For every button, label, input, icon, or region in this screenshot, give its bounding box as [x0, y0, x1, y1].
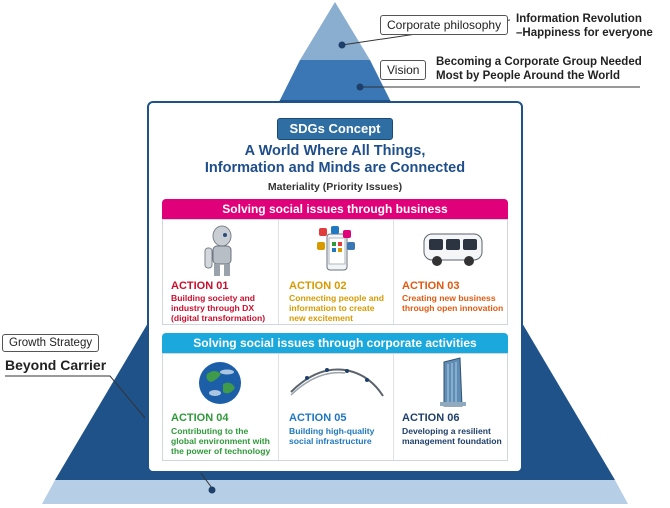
action-06-card: ACTION 06 Developing a resilient managem…	[393, 354, 509, 460]
action-03-desc-line-2: through open innovation	[402, 303, 504, 313]
action-01-desc-line-1: Building society and	[171, 293, 256, 303]
action-03-card: ACTION 03 Creating new business through …	[393, 220, 509, 324]
base-leader-line	[199, 471, 213, 489]
action-06-title: ACTION 06	[402, 412, 460, 424]
philosophy-leader-dot	[338, 41, 346, 49]
action-05-desc: Building high-quality social infrastruct…	[289, 426, 399, 446]
action-01-desc-line-3: (digital transformation)	[171, 313, 266, 323]
action-02-card: ACTION 02 Connecting people and informat…	[278, 220, 393, 324]
action-06-desc: Developing a resilient management founda…	[402, 426, 512, 446]
philosophy-line-1: Information Revolution	[516, 13, 642, 25]
sdgs-title-line-2: Information and Minds are Connected	[204, 160, 466, 176]
action-04-desc-line-1: Contributing to the	[171, 426, 249, 436]
action-01-card: ACTION 01 Building society and industry …	[163, 220, 278, 324]
action-03-desc: Creating new business through open innov…	[402, 293, 512, 313]
action-02-desc: Connecting people and information to cre…	[289, 293, 399, 323]
base-leader-dot	[208, 486, 216, 494]
network-cable-icon	[290, 368, 384, 397]
growth-leader-line	[5, 375, 146, 419]
action-03-title: ACTION 03	[402, 280, 460, 292]
pyramid-vision-tier	[280, 60, 390, 100]
autonomous-bus-icon	[423, 233, 483, 266]
corporate-band: Solving social issues through corporate …	[162, 333, 508, 353]
growth-strategy-label: Growth Strategy	[2, 334, 100, 352]
action-06-desc-line-1: Developing a resilient	[402, 426, 491, 436]
growth-strategy-text: Beyond Carrier	[5, 357, 107, 373]
action-02-desc-line-2: information to create	[289, 303, 375, 313]
action-04-card: ACTION 04 Contributing to the global env…	[163, 354, 278, 460]
sdgs-concept-badge: SDGs Concept	[277, 118, 393, 140]
action-04-title: ACTION 04	[171, 412, 229, 424]
vision-leader-dot	[356, 83, 364, 91]
vision-line-2: Most by People Around the World	[436, 70, 620, 82]
philosophy-label: Corporate philosophy	[380, 15, 509, 35]
action-01-title: ACTION 01	[171, 280, 229, 292]
action-05-title: ACTION 05	[289, 412, 347, 424]
vision-line-1: Becoming a Corporate Group Needed	[436, 56, 642, 68]
smartphone-apps-icon	[317, 226, 355, 271]
action-06-desc-line-2: management foundation	[402, 436, 502, 446]
action-04-desc-line-3: the power of technology	[171, 446, 271, 456]
vision-label: Vision	[380, 60, 427, 80]
business-actions-row: ACTION 01 Building society and industry …	[162, 219, 508, 325]
action-05-desc-line-2: social infrastructure	[289, 436, 372, 446]
philosophy-text: Information Revolution –Happiness for ev…	[516, 12, 653, 40]
action-01-desc: Building society and industry through DX…	[171, 293, 281, 323]
office-building-icon	[440, 357, 466, 407]
action-02-desc-line-3: new excitement	[289, 313, 353, 323]
action-05-desc-line-1: Building high-quality	[289, 426, 375, 436]
materiality-label: Materiality (Priority Issues)	[267, 181, 403, 193]
sdgs-title-line-1: A World Where All Things,	[244, 143, 426, 159]
philosophy-line-2: –Happiness for everyone	[516, 27, 653, 39]
pyramid-base-tier	[42, 480, 628, 504]
corporate-actions-row: ACTION 04 Contributing to the global env…	[162, 353, 508, 461]
action-01-desc-line-2: industry through DX	[171, 303, 255, 313]
sdgs-title: A World Where All Things, Information an…	[160, 143, 510, 177]
action-03-desc-line-1: Creating new business	[402, 293, 496, 303]
vision-text: Becoming a Corporate Group Needed Most b…	[436, 55, 642, 83]
earth-icon	[199, 362, 241, 404]
pyramid-apex-tier	[300, 2, 370, 60]
robot-icon	[204, 225, 232, 276]
business-band: Solving social issues through business	[162, 199, 508, 219]
action-02-desc-line-1: Connecting people and	[289, 293, 385, 303]
action-02-title: ACTION 02	[289, 280, 347, 292]
action-05-card: ACTION 05 Building high-quality social i…	[278, 354, 393, 460]
action-04-desc: Contributing to the global environment w…	[171, 426, 281, 456]
action-04-desc-line-2: global environment with	[171, 436, 270, 446]
